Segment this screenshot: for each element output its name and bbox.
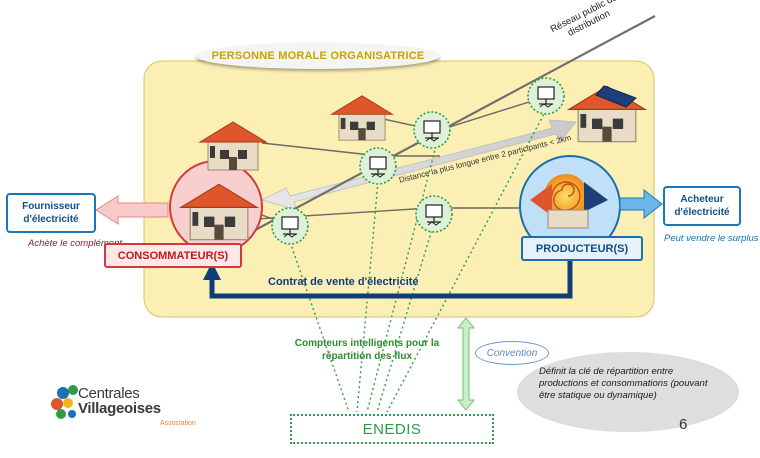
repartition-text: Définit la clé de répartition entre prod… [539,366,708,401]
contract-label: Contrat de vente d'électricité [268,276,419,288]
acheteur-note: Peut vendre le surplus [664,233,759,244]
consommateur-label: CONSOMMATEUR(S) [104,243,242,268]
repartition-bubble [517,352,739,432]
smart-meters-label: Compteurs intelligents pour la répartiti… [294,338,440,362]
enedis-box: ENEDIS [290,414,494,444]
smart-meter-icon [413,111,451,149]
producteur-label: PRODUCTEUR(S) [521,236,643,261]
convention-arrow [456,317,476,411]
logo-line2: Villageoises [78,400,161,417]
smart-meter-icon [359,147,397,185]
distance-arrow [260,119,577,211]
logo-line1: Centrales [78,385,140,402]
fournisseur-note: Achète le complément [28,238,122,249]
contract-arrow [203,240,573,299]
organisation-label: PERSONNE MORALE ORGANISATRICE [196,43,440,69]
logo-mark-icon [51,385,78,419]
smart-meter-icon [271,207,309,245]
smart-meter-icon [527,77,565,115]
acheteur-box: Acheteur d'électricité [663,186,741,226]
producer-house-icon [530,174,608,229]
solar-house-icon [568,85,646,143]
logo-line3: Association [160,420,196,427]
acheteur-arrow [619,188,663,220]
smart-meter-icon [415,195,453,233]
page-number: 6 [679,416,688,433]
fournisseur-arrow [95,195,169,225]
convention-label: Convention [475,341,549,365]
fournisseur-box: Fournisseur d'électricité [6,193,96,233]
